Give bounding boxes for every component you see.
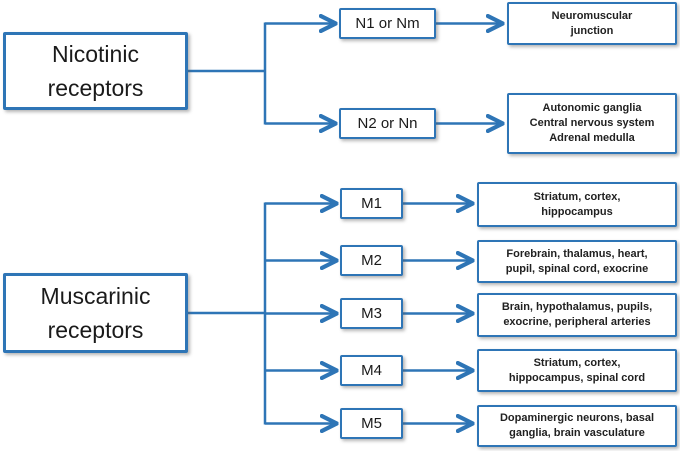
location-autonomic-box: Autonomic ganglia Central nervous system…: [507, 93, 677, 154]
subtype-m3-box: M3: [340, 298, 403, 329]
location-m1-box: Striatum, cortex, hippocampus: [477, 182, 677, 227]
location-autonomic-label: Autonomic ganglia Central nervous system…: [529, 102, 655, 144]
subtype-m4-box: M4: [340, 355, 403, 386]
location-neuromuscular-label: Neuromuscular junction: [551, 9, 633, 37]
muscarinic-receptors-label: Muscarinic receptors: [40, 282, 151, 344]
location-m1-label: Striatum, cortex, hippocampus: [533, 190, 621, 218]
location-m4-box: Striatum, cortex, hippocampus, spinal co…: [477, 349, 677, 392]
location-neuromuscular-box: Neuromuscular junction: [507, 2, 677, 45]
subtype-n2-box: N2 or Nn: [339, 108, 436, 139]
subtype-m2-box: M2: [340, 245, 403, 276]
subtype-m4-label: M4: [361, 362, 382, 379]
location-m2-box: Forebrain, thalamus, heart, pupil, spina…: [477, 240, 677, 283]
location-m5-label: Dopaminergic neurons, basal ganglia, bra…: [499, 412, 655, 439]
subtype-m3-label: M3: [361, 305, 382, 322]
location-m3-label: Brain, hypothalamus, pupils, exocrine, p…: [501, 301, 653, 328]
subtype-n2-label: N2 or Nn: [357, 115, 418, 132]
subtype-m5-box: M5: [340, 408, 403, 439]
subtype-m5-label: M5: [361, 415, 382, 432]
nicotinic-receptors-box: Nicotinic receptors: [3, 32, 188, 110]
subtype-m1-box: M1: [340, 188, 403, 219]
location-m5-box: Dopaminergic neurons, basal ganglia, bra…: [477, 405, 677, 447]
location-m3-box: Brain, hypothalamus, pupils, exocrine, p…: [477, 293, 677, 337]
subtype-n1-label: N1 or Nm: [355, 15, 420, 32]
nicotinic-receptors-label: Nicotinic receptors: [47, 40, 144, 102]
subtype-m2-label: M2: [361, 252, 382, 269]
muscarinic-receptors-box: Muscarinic receptors: [3, 273, 188, 353]
subtype-n1-box: N1 or Nm: [339, 8, 436, 39]
location-m4-label: Striatum, cortex, hippocampus, spinal co…: [508, 356, 646, 384]
location-m2-label: Forebrain, thalamus, heart, pupil, spina…: [505, 247, 649, 275]
subtype-m1-label: M1: [361, 195, 382, 212]
